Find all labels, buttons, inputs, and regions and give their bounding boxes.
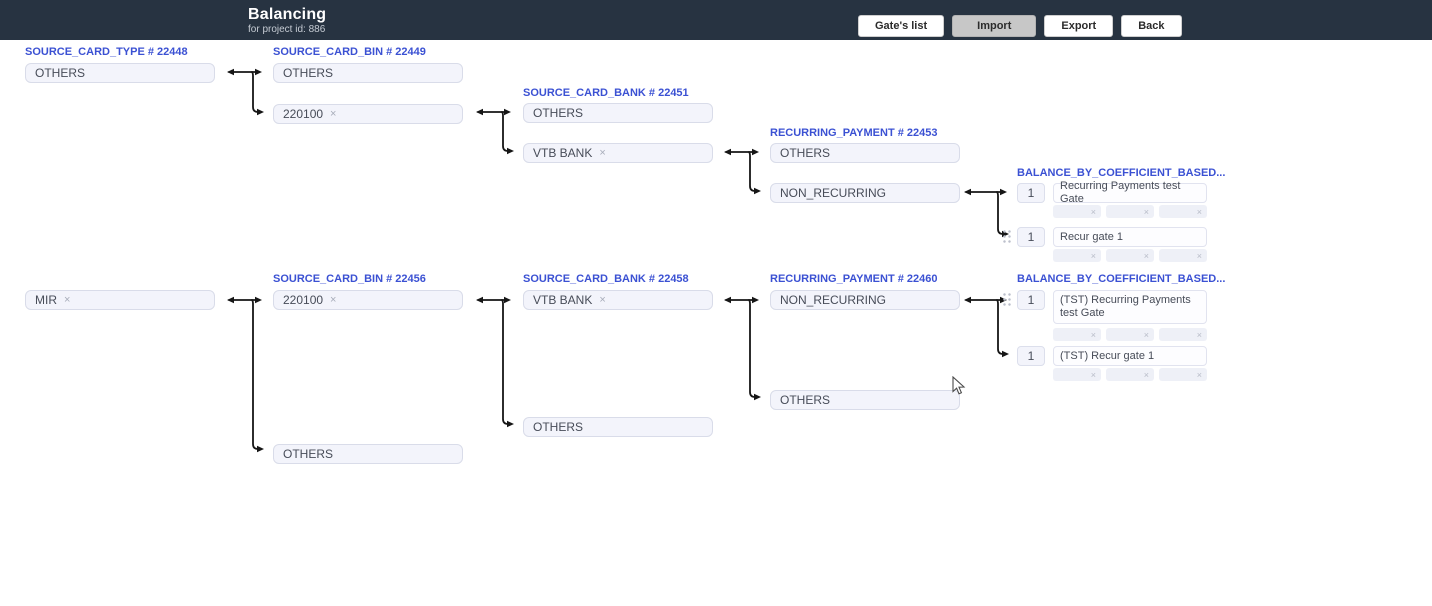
weight-clear-box[interactable]: × [1106,205,1154,218]
header-buttons: Gate's list Import Export Back [858,15,1182,37]
gates-list-button[interactable]: Gate's list [858,15,945,37]
clear-icon[interactable]: × [1090,369,1096,380]
clear-icon[interactable]: × [1090,329,1096,340]
clear-icon[interactable]: × [1196,206,1202,217]
field-label-source-card-bin-22449: SOURCE_CARD_BIN # 22449 [273,46,426,58]
weight-clear-box[interactable]: × [1053,249,1101,262]
clear-icon[interactable]: × [1143,206,1149,217]
field-label-source-card-bank-22451: SOURCE_CARD_BANK # 22451 [523,87,689,99]
coefficient-input[interactable]: 1 [1017,227,1045,247]
gate-weight-row: × × × [1053,368,1207,381]
gate-weight-row: × × × [1053,328,1207,341]
weight-clear-box[interactable]: × [1106,249,1154,262]
coefficient-input[interactable]: 1 [1017,290,1045,310]
clear-icon[interactable]: × [1090,206,1096,217]
value-box-bin-22449-others[interactable]: OTHERS [273,63,463,83]
back-button[interactable]: Back [1121,15,1182,37]
weight-clear-box[interactable]: × [1053,328,1101,341]
field-label-source-card-bank-22458: SOURCE_CARD_BANK # 22458 [523,273,689,285]
clear-icon[interactable]: × [1143,329,1149,340]
weight-clear-box[interactable]: × [1159,205,1207,218]
gate-weight-row: × × × [1053,205,1207,218]
remove-tag-icon[interactable]: × [64,294,71,306]
weight-clear-box[interactable]: × [1159,368,1207,381]
gate-name-box[interactable]: Recur gate 1 [1053,227,1207,247]
weight-clear-box[interactable]: × [1053,205,1101,218]
value-box-card-type-others[interactable]: OTHERS [25,63,215,83]
export-button[interactable]: Export [1044,15,1114,37]
header-bar: Balancing for project id: 886 Gate's lis… [0,0,1432,40]
coefficient-input[interactable]: 1 [1017,183,1045,203]
value-box-bin-22456-others[interactable]: OTHERS [273,444,463,464]
value-box-recpay-22453-others[interactable]: OTHERS [770,143,960,163]
gate-weight-row: × × × [1053,249,1207,262]
value-box-bank-22458-vtb[interactable]: VTB BANK× [523,290,713,310]
value-box-bank-22451-others[interactable]: OTHERS [523,103,713,123]
clear-icon[interactable]: × [1196,369,1202,380]
field-label-balance-by-coefficient-top: BALANCE_BY_COEFFICIENT_BASED... [1017,167,1226,179]
field-label-balance-by-coefficient-bottom: BALANCE_BY_COEFFICIENT_BASED... [1017,273,1226,285]
gate-name-box[interactable]: (TST) Recurring Payments test Gate [1053,290,1207,324]
clear-icon[interactable]: × [1143,369,1149,380]
drag-handle-icon[interactable] [1002,292,1012,307]
remove-tag-icon[interactable]: × [599,147,606,159]
page-title: Balancing [248,6,327,23]
value-box-recpay-22453-nonrecurring[interactable]: NON_RECURRING [770,183,960,203]
value-box-recpay-22460-nonrecurring[interactable]: NON_RECURRING [770,290,960,310]
field-label-source-card-bin-22456: SOURCE_CARD_BIN # 22456 [273,273,426,285]
field-label-recurring-payment-22453: RECURRING_PAYMENT # 22453 [770,127,938,139]
drag-handle-icon[interactable] [1002,229,1012,244]
value-box-recpay-22460-others[interactable]: OTHERS [770,390,960,410]
field-label-source-card-type-22448: SOURCE_CARD_TYPE # 22448 [25,46,188,58]
clear-icon[interactable]: × [1196,329,1202,340]
value-box-bank-22458-others[interactable]: OTHERS [523,417,713,437]
value-box-bin-22449-220100[interactable]: 220100× [273,104,463,124]
weight-clear-box[interactable]: × [1159,328,1207,341]
weight-clear-box[interactable]: × [1053,368,1101,381]
clear-icon[interactable]: × [1196,250,1202,261]
remove-tag-icon[interactable]: × [599,294,606,306]
gate-name-box[interactable]: (TST) Recur gate 1 [1053,346,1207,366]
clear-icon[interactable]: × [1143,250,1149,261]
weight-clear-box[interactable]: × [1159,249,1207,262]
clear-icon[interactable]: × [1090,250,1096,261]
value-box-bin-22456-220100[interactable]: 220100× [273,290,463,310]
page-subtitle: for project id: 886 [248,24,326,35]
remove-tag-icon[interactable]: × [330,294,337,306]
value-box-bank-22451-vtb[interactable]: VTB BANK× [523,143,713,163]
weight-clear-box[interactable]: × [1106,368,1154,381]
field-label-recurring-payment-22460: RECURRING_PAYMENT # 22460 [770,273,938,285]
gate-name-box[interactable]: Recurring Payments test Gate [1053,180,1207,205]
remove-tag-icon[interactable]: × [330,108,337,120]
coefficient-input[interactable]: 1 [1017,346,1045,366]
weight-clear-box[interactable]: × [1106,328,1154,341]
value-box-card-type-mir[interactable]: MIR× [25,290,215,310]
import-button[interactable]: Import [952,15,1037,37]
